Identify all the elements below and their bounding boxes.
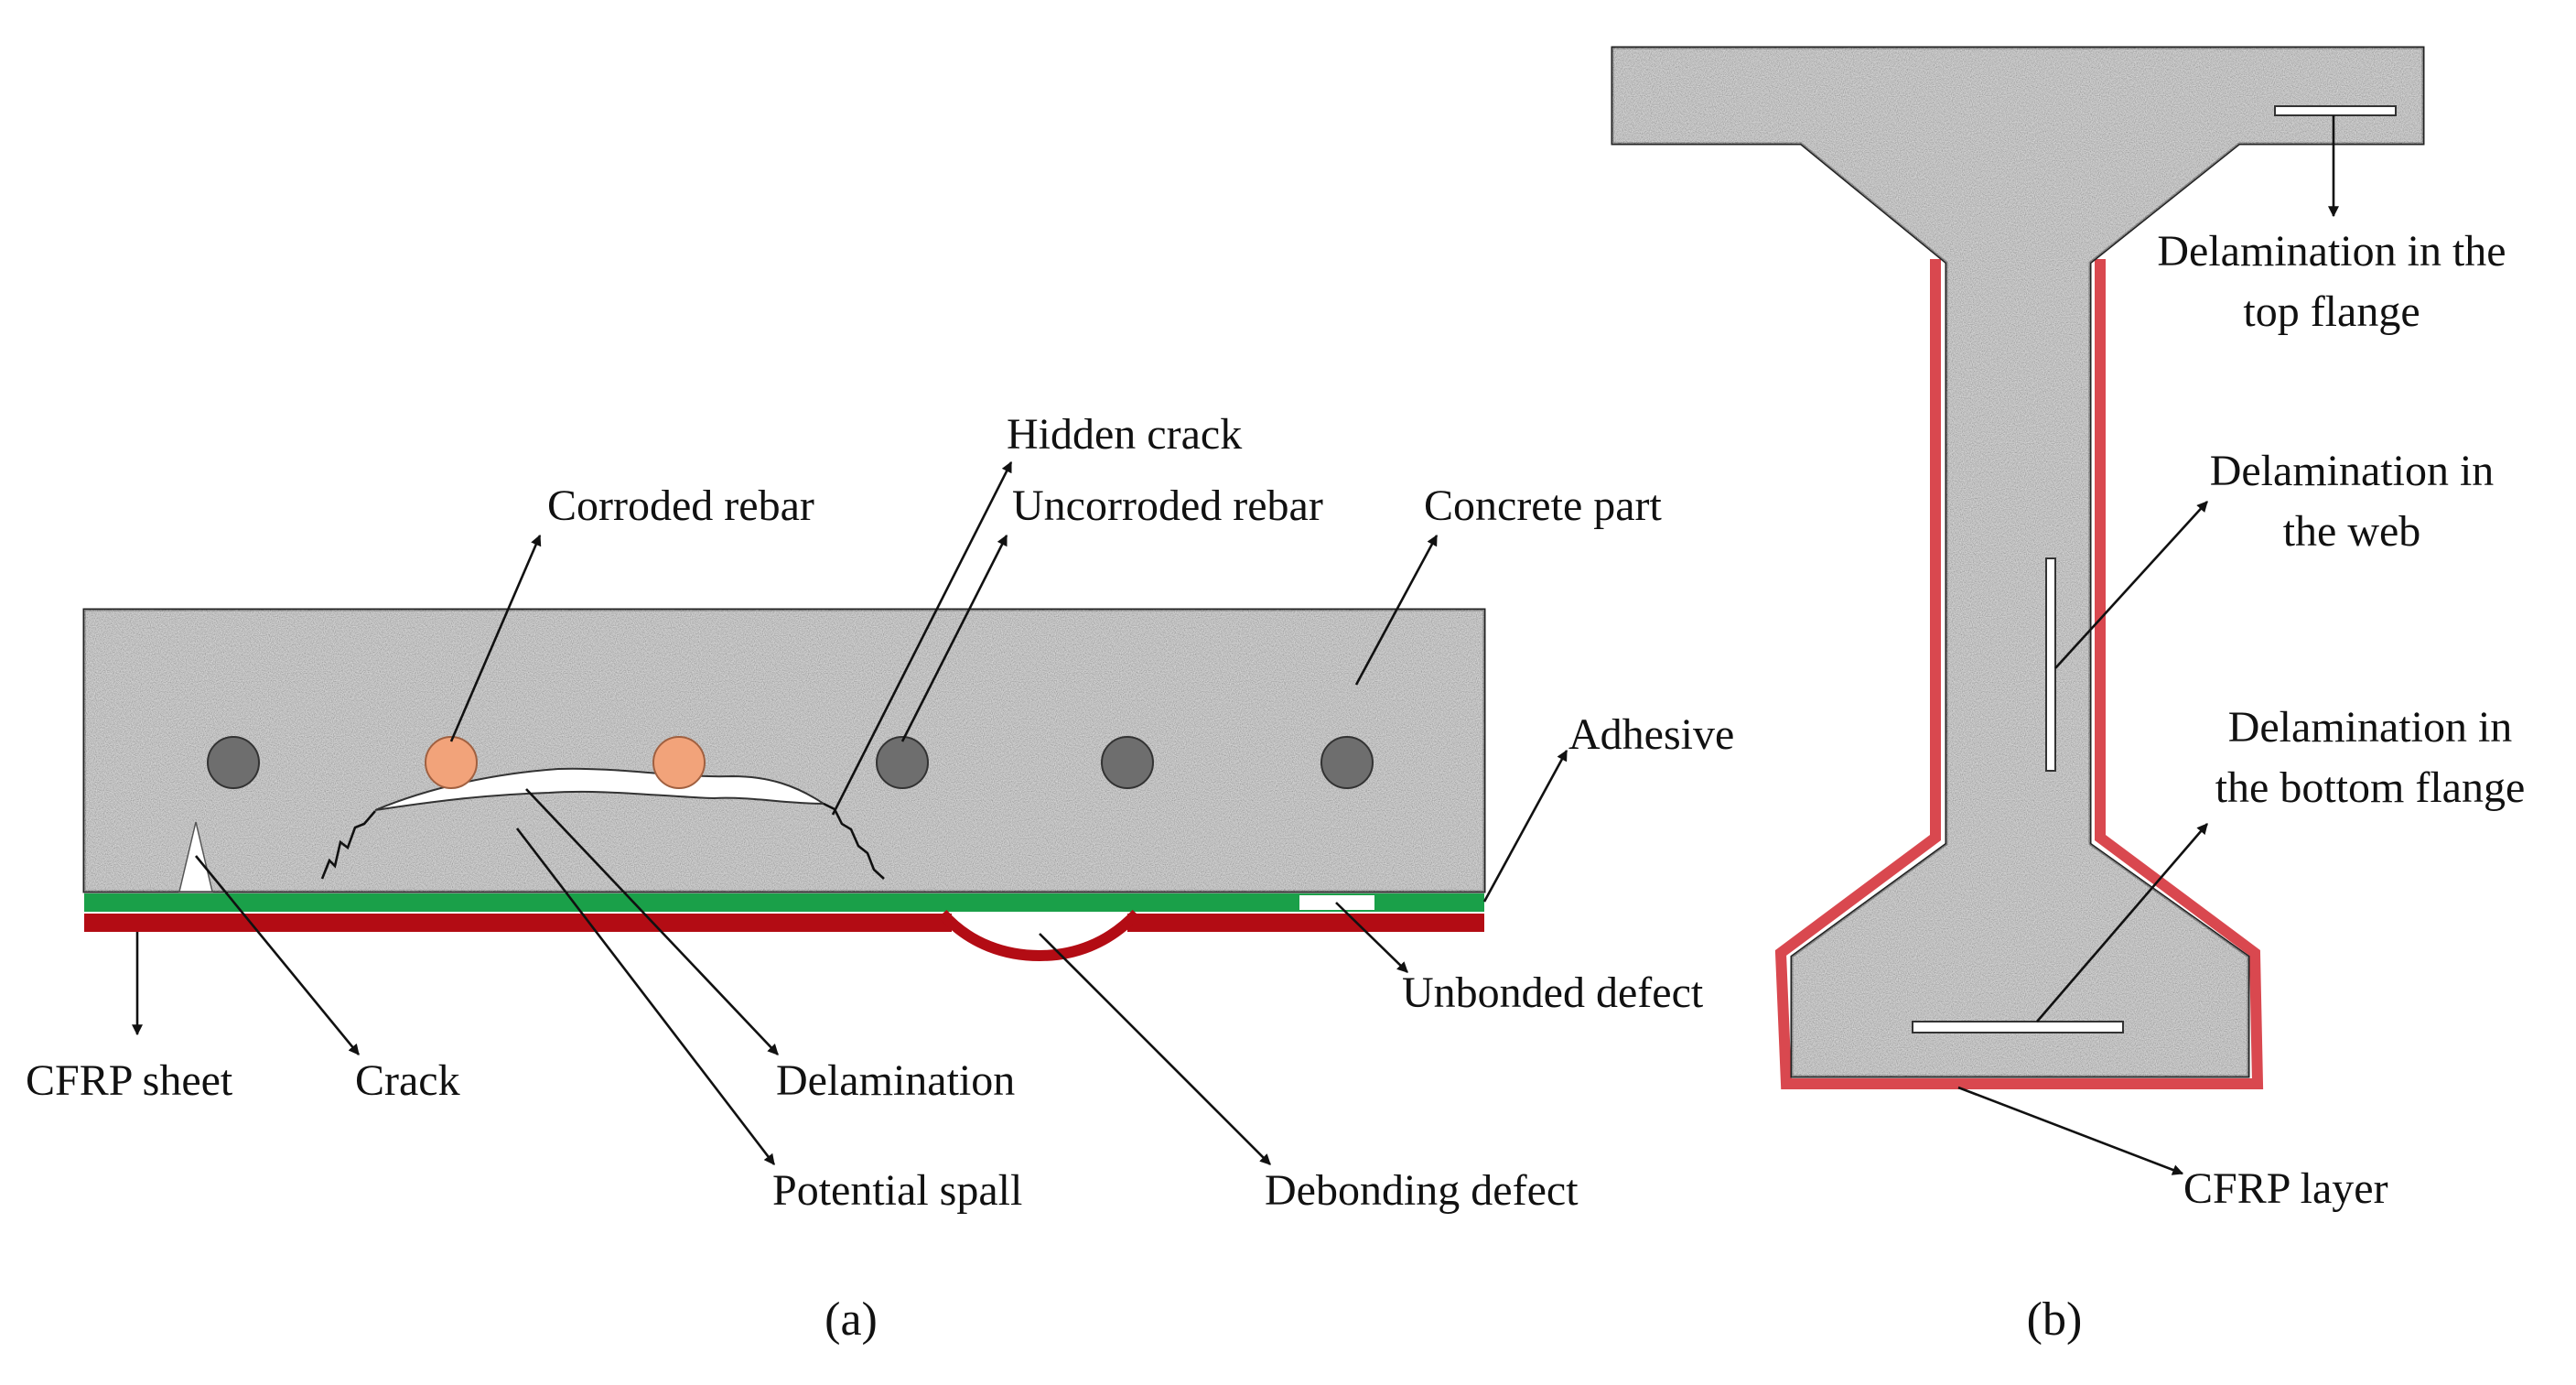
delamination-top-flange <box>2274 105 2397 116</box>
caption-a: (a) <box>825 1293 878 1346</box>
debonding-bulge <box>938 909 1141 962</box>
rebar-uncorroded-4 <box>1320 736 1374 789</box>
label-delam-bottom-2: the bottom flange <box>2215 763 2526 812</box>
leader-cfrp-layer <box>1957 1086 2184 1175</box>
hidden-crack-line <box>320 802 885 880</box>
label-hidden-crack: Hidden crack <box>1007 410 1242 459</box>
leader-delam-bottom <box>2036 823 2208 1023</box>
rebar-uncorroded-3 <box>1101 736 1154 789</box>
label-delam-bottom-1: Delamination in <box>2228 703 2513 752</box>
label-adhesive: Adhesive <box>1568 710 1734 759</box>
leader-concrete-part <box>1354 534 1439 686</box>
label-debonding-defect: Debonding defect <box>1265 1166 1579 1215</box>
label-cfrp-layer: CFRP layer <box>2183 1164 2388 1213</box>
leader-adhesive <box>1482 749 1568 903</box>
leader-unbonded-defect <box>1335 902 1408 973</box>
leader-uncorroded-rebar <box>900 534 1008 742</box>
label-corroded-rebar: Corroded rebar <box>547 482 814 530</box>
label-unbonded-defect: Unbonded defect <box>1402 968 1704 1017</box>
i-beam-concrete <box>1611 46 2425 1078</box>
cfrp-layer-outline <box>1774 259 2264 1089</box>
label-delamination: Delamination <box>776 1056 1015 1105</box>
cfrp-sheet-right <box>1127 914 1484 932</box>
label-delam-web-1: Delamination in <box>2210 447 2495 495</box>
label-potential-spall: Potential spall <box>772 1166 1022 1215</box>
panel-a: Hidden crack Corroded rebar Uncorroded r… <box>26 410 1734 1346</box>
panel-b: Delamination in the top flange Delaminat… <box>1611 46 2526 1346</box>
leader-hidden-crack <box>831 460 1013 816</box>
label-uncorroded-rebar: Uncorroded rebar <box>1012 482 1323 530</box>
leader-corroded-rebar <box>449 534 542 742</box>
cfrp-sheet-left <box>84 914 952 932</box>
delamination-web <box>2045 557 2056 772</box>
leader-crack <box>194 855 361 1055</box>
label-crack: Crack <box>355 1056 460 1105</box>
label-concrete-part: Concrete part <box>1424 482 1663 530</box>
leader-debonding-defect <box>1039 933 1271 1165</box>
caption-b: (b) <box>2027 1293 2083 1346</box>
leader-delamination <box>525 788 779 1055</box>
rebar-corroded-2 <box>652 736 706 789</box>
concrete-beam <box>82 608 1486 893</box>
label-delam-web-2: the web <box>2283 507 2421 556</box>
adhesive-layer <box>84 893 1484 912</box>
label-delam-top-2: top flange <box>2243 287 2420 336</box>
delamination-band <box>374 767 827 811</box>
label-delam-top-1: Delamination in the <box>2157 227 2506 276</box>
label-cfrp-sheet: CFRP sheet <box>26 1056 233 1105</box>
rebar-uncorroded-2 <box>876 736 929 789</box>
leader-potential-spall <box>515 828 776 1165</box>
rebar-corroded-1 <box>425 736 478 789</box>
rebar-uncorroded-1 <box>207 736 260 789</box>
delamination-bottom-flange <box>1912 1021 2124 1033</box>
leader-delam-web <box>2054 501 2208 669</box>
debonding-gap <box>952 912 1127 936</box>
